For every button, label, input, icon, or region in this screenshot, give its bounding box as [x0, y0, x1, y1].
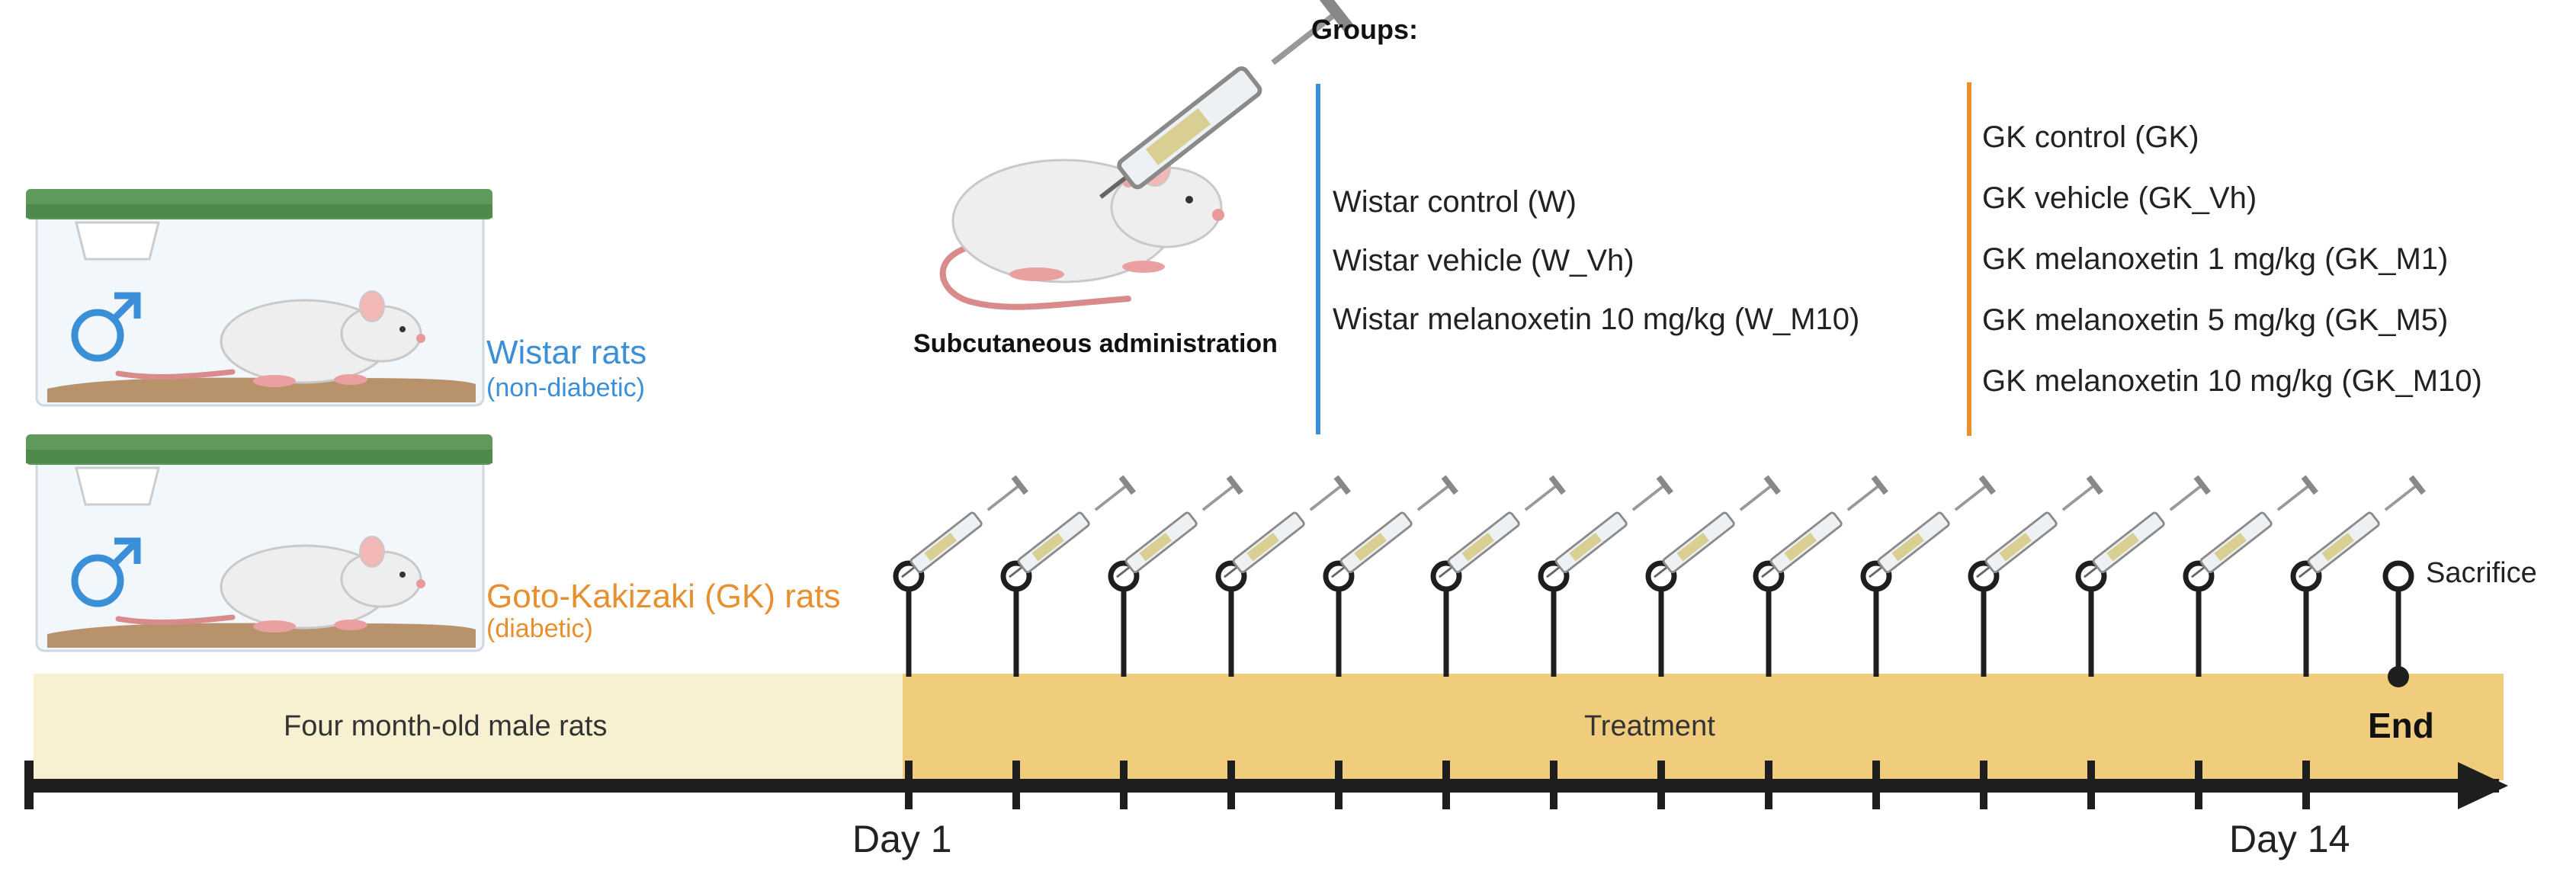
- axis-tick: [2302, 761, 2310, 809]
- injection-marker: [1215, 473, 1352, 677]
- day-start-label: Day 1: [852, 818, 952, 860]
- pre-treatment-band: [34, 674, 903, 780]
- syringe-icon: [1008, 473, 1137, 579]
- syringe-icon: [1115, 473, 1245, 579]
- gk-group-bar: [1967, 82, 1971, 436]
- administration-label: Subcutaneous administration: [913, 329, 1278, 358]
- wistar-group-item: Wistar vehicle (W_Vh): [1333, 244, 1634, 277]
- male-symbol-icon: [71, 537, 141, 607]
- injection-marker: [1538, 473, 1675, 677]
- axis-ticks: [905, 761, 2310, 809]
- axis-tick: [1120, 761, 1128, 809]
- injection-marker: [2075, 473, 2212, 677]
- gk-group-item: GK melanoxetin 10 mg/kg (GK_M10): [1982, 364, 2482, 398]
- syringe-icon: [2082, 473, 2212, 579]
- cage-wistar: [26, 189, 492, 407]
- wistar-group-item: Wistar melanoxetin 10 mg/kg (W_M10): [1333, 303, 1860, 336]
- injection-marker: [2290, 473, 2427, 677]
- syringe-icon: [1652, 473, 1782, 579]
- injection-marker: [1753, 473, 1890, 677]
- axis-tick: [1657, 761, 1665, 809]
- gk-rats-subtitle: (diabetic): [486, 614, 593, 643]
- injection-marker: [1645, 473, 1782, 677]
- syringe-icon: [1867, 473, 1997, 579]
- injection-marker: [1108, 473, 1245, 677]
- axis-tick: [905, 761, 913, 809]
- axis-tick: [2195, 761, 2202, 809]
- wistar-group-item: Wistar control (W): [1333, 185, 1577, 219]
- injection-marker: [1968, 473, 2105, 677]
- axis-tick: [1442, 761, 1450, 809]
- syringe-icon: [1223, 473, 1352, 579]
- gk-group-item: GK control (GK): [1982, 120, 2199, 154]
- syringe-icon: [1760, 473, 1890, 579]
- admin-rat: [939, 149, 1224, 310]
- injection-marker: [1000, 473, 1137, 677]
- injection-marker: [1430, 473, 1567, 677]
- treatment-label: Treatment: [1584, 710, 1715, 742]
- syringe-icon: [1975, 473, 2105, 579]
- wistar-rats-title: Wistar rats: [486, 334, 647, 371]
- injection-markers: [893, 473, 2427, 677]
- day-end-label: Day 14: [2229, 818, 2350, 860]
- injection-marker: [1860, 473, 1997, 677]
- axis-tick: [1012, 761, 1020, 809]
- syringe-icon: [1545, 473, 1675, 579]
- injection-marker: [2183, 473, 2320, 677]
- axis-tick: [1980, 761, 1987, 809]
- axis-tick: [1227, 761, 1235, 809]
- axis-tick: [1765, 761, 1772, 809]
- treatment-band: [903, 674, 2504, 780]
- syringe-icon: [1438, 473, 1567, 579]
- sacrifice-marker: [2382, 560, 2414, 687]
- syringe-icon: [900, 473, 1030, 579]
- cage-gk: [26, 434, 492, 652]
- axis-tick: [1550, 761, 1557, 809]
- syringe-icon: [2189, 473, 2320, 579]
- end-label: End: [2368, 706, 2434, 745]
- groups-title: Groups:: [1311, 14, 1418, 45]
- axis-tick: [1335, 761, 1343, 809]
- syringe-icon: [1330, 473, 1460, 579]
- axis-tick: [2087, 761, 2095, 809]
- male-symbol-icon: [71, 292, 141, 362]
- syringe-icon: [2297, 473, 2427, 579]
- wistar-group-bar: [1316, 84, 1320, 434]
- axis-tick: [1872, 761, 1880, 809]
- injection-marker: [893, 473, 1030, 677]
- gk-group-item: GK melanoxetin 1 mg/kg (GK_M1): [1982, 242, 2449, 276]
- injection-marker: [1323, 473, 1460, 677]
- wistar-rats-subtitle: (non-diabetic): [486, 373, 645, 402]
- pre-treatment-label: Four month-old male rats: [284, 710, 608, 742]
- gk-rats-title: Goto-Kakizaki (GK) rats: [486, 578, 841, 615]
- sacrifice-label: Sacrifice: [2426, 557, 2537, 589]
- gk-group-item: GK melanoxetin 5 mg/kg (GK_M5): [1982, 303, 2449, 337]
- timeline-axis: [24, 761, 2508, 809]
- gk-group-item: GK vehicle (GK_Vh): [1982, 181, 2257, 215]
